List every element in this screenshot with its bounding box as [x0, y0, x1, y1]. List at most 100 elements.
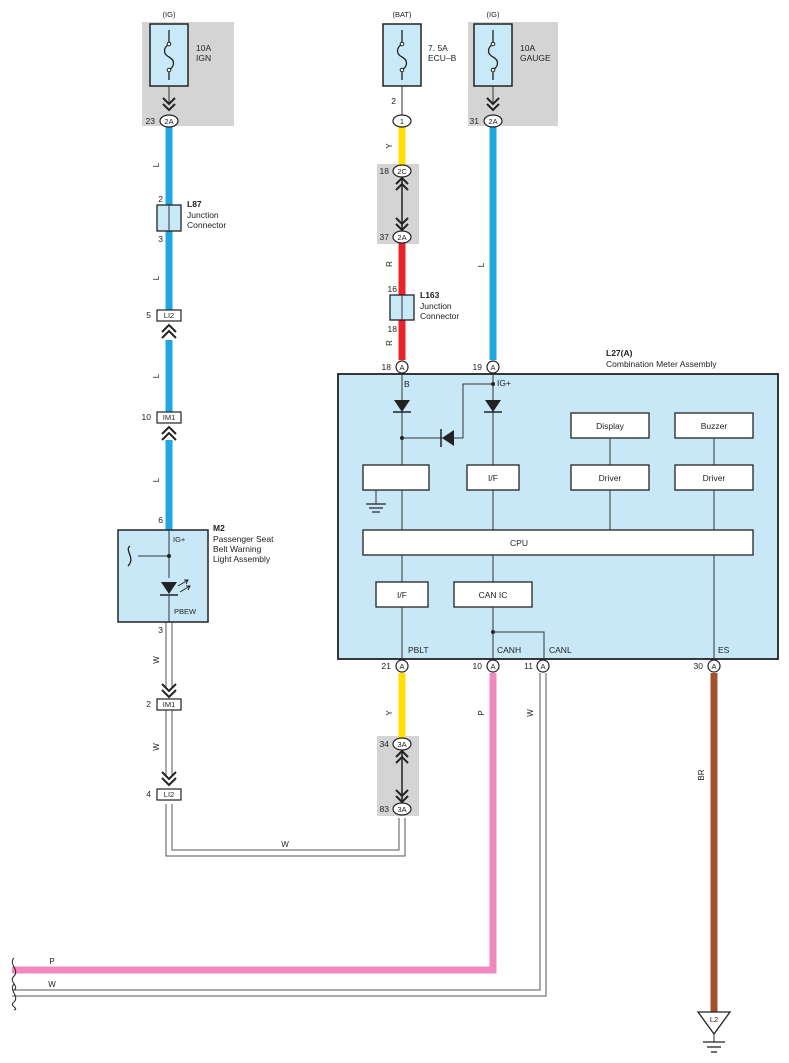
l87-pin-bottom: 3	[158, 234, 163, 244]
meter-term-es: ES	[718, 645, 730, 655]
ground-l2: L2	[696, 1011, 732, 1053]
meter-block-driver-2: Driver	[703, 473, 726, 483]
m2-term-out: PBEW	[174, 607, 197, 616]
fuse-ecub-source: (BAT)	[392, 10, 412, 19]
meter-pin-canl-num: 11	[524, 661, 533, 671]
meter-term-b: B	[404, 379, 410, 389]
connector-im1-lower: 2 IM1	[146, 683, 182, 711]
passenger-seat-belt-warning-light: 6 IG+ PBEW 3 M2 Passenger Seat Belt Warn…	[117, 515, 274, 635]
meter-block-driver-1: Driver	[599, 473, 622, 483]
meter-pin-b-num: 18	[382, 362, 392, 372]
meter-pin-es-num: 30	[694, 661, 704, 671]
fuse-ecu-b: (BAT) 7. 5A ECU–B 2 1	[382, 10, 457, 128]
m2-pin-out: 3	[158, 625, 163, 635]
fuse-ign-conn: 2A	[164, 117, 173, 126]
meter-term-pblt: PBLT	[408, 645, 429, 655]
wire-label-l-gauge: L	[477, 262, 486, 267]
c3a34-pin: 34	[380, 739, 390, 749]
c2a37-label: 2A	[397, 233, 406, 242]
meter-name: Combination Meter Assembly	[606, 359, 717, 369]
wire-group-colored	[12, 126, 718, 1013]
wire-label-w1: W	[152, 656, 161, 664]
meter-pin-ig-conn: A	[490, 363, 495, 372]
im1b-label: IM1	[163, 700, 176, 709]
meter-pin-b-conn: A	[399, 363, 404, 372]
fuse-gauge-pin: 31	[470, 116, 480, 126]
meter-term-canl: CANL	[549, 645, 572, 655]
wire-label-l4: L	[152, 477, 161, 482]
meter-block-cpu: CPU	[510, 538, 528, 548]
fuse-gauge-source: (IG)	[487, 10, 500, 19]
ground-label: L2	[710, 1015, 718, 1024]
c3a83-pin: 83	[380, 804, 390, 814]
im1a-pin: 10	[142, 412, 152, 422]
connector-li2-lower: 4 LI2	[146, 771, 182, 801]
diode-b-icon	[394, 400, 410, 412]
junction-2c-2a: 18 2C 37 2A	[380, 164, 412, 244]
m2-line3: Light Assembly	[213, 554, 271, 564]
li2b-label: LI2	[164, 790, 174, 799]
wire-label-y-bottom: Y	[385, 710, 394, 716]
l87-id: L87	[187, 199, 202, 209]
junction-3a-3a: 34 3A 83 3A	[380, 737, 412, 816]
junction-connector-l163: 16 18 L163 Junction Connector	[388, 284, 460, 334]
l163-id: L163	[420, 290, 440, 300]
connector-im1-upper: 10 IM1	[142, 411, 182, 441]
combination-meter-assembly: L27(A) Combination Meter Assembly 18 A 1…	[337, 348, 779, 673]
wire-label-l1: L	[152, 162, 161, 167]
wire-label-br: BR	[697, 769, 706, 780]
fuse-ign-rating: 10A	[196, 43, 211, 53]
meter-id: L27(A)	[606, 348, 633, 358]
wire-label-l3: L	[152, 373, 161, 378]
m2-switch-icon	[127, 545, 132, 567]
wire-labels: L L L L L Y R R W W W Y P W BR P W	[48, 143, 706, 989]
fuse-ecub-rating: 7. 5A	[428, 43, 448, 53]
meter-pin-es-conn: A	[711, 662, 716, 671]
wire-label-p-long: P	[49, 957, 54, 966]
wire-label-p-canh: P	[477, 710, 486, 715]
l163-name-1: Junction	[420, 301, 452, 311]
li2a-pin: 5	[146, 310, 151, 320]
m2-term-in: IG+	[173, 535, 186, 544]
meter-block-if-top: I/F	[488, 473, 498, 483]
im1a-label: IM1	[163, 413, 176, 422]
wire-label-w-canl: W	[526, 709, 535, 717]
break-marker-white	[11, 983, 17, 1011]
l163-name-2: Connector	[420, 311, 459, 321]
meter-pin-pblt-conn: A	[399, 662, 404, 671]
meter-pin-canh-num: 10	[473, 661, 483, 671]
l87-pin-top: 2	[158, 194, 163, 204]
fuse-gauge-name: GAUGE	[520, 53, 551, 63]
l87-name-2: Connector	[187, 220, 226, 230]
wire-label-w2: W	[152, 743, 161, 751]
meter-block-can-ic: CAN IC	[479, 590, 508, 600]
meter-term-ig: IG+	[497, 378, 511, 388]
meter-block-display: Display	[596, 421, 625, 431]
wire-pink-canh	[12, 673, 497, 974]
fuse-gauge-conn: 2A	[488, 117, 497, 126]
m2-id: M2	[213, 523, 225, 533]
diode-ig-icon	[485, 400, 501, 412]
wire-label-y-top: Y	[385, 143, 394, 149]
fuse-ign-name: IGN	[196, 53, 211, 63]
meter-pin-canh-conn: A	[490, 662, 495, 671]
wire-label-r1: R	[385, 261, 394, 267]
c2c-label: 2C	[397, 167, 407, 176]
wire-label-l2: L	[152, 275, 161, 280]
fuse-ecub-pin: 2	[391, 96, 396, 106]
l87-name-1: Junction	[187, 210, 219, 220]
connector-li2-upper: 5 LI2	[146, 309, 182, 339]
c3a34-label: 3A	[397, 740, 406, 749]
li2b-pin: 4	[146, 789, 151, 799]
wire-label-w-long: W	[48, 980, 56, 989]
break-marker-pink	[11, 957, 17, 991]
meter-term-canh: CANH	[497, 645, 521, 655]
meter-pin-ig-num: 19	[473, 362, 483, 372]
wire-label-r2: R	[385, 340, 394, 346]
meter-pin-canl-conn: A	[540, 662, 545, 671]
fuse-ecub-name: ECU–B	[428, 53, 457, 63]
meter-block-buzzer: Buzzer	[701, 421, 728, 431]
fuse-gauge-rating: 10A	[520, 43, 535, 53]
l163-pin-bottom: 18	[388, 324, 398, 334]
